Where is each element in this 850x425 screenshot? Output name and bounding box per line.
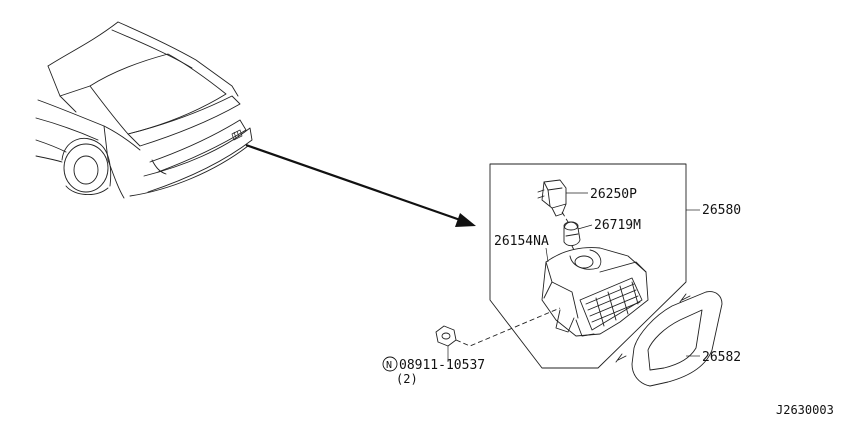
part-number-26250p: 26250P (590, 187, 637, 202)
part-number-26580: 26580 (702, 203, 741, 218)
nut-part (435, 325, 457, 347)
part-number-26719m: 26719M (594, 218, 641, 233)
diagram-reference-code: J2630003 (776, 403, 834, 417)
socket-part (537, 179, 567, 217)
part-number-26154na: 26154NA (494, 234, 549, 249)
bulb-part (563, 221, 581, 247)
vehicle-illustration (35, 21, 253, 199)
part-number-26582: 26582 (702, 350, 741, 365)
bezel-part (615, 291, 723, 387)
part-quantity-08911-10537: (2) (396, 372, 418, 386)
nut-prefix-letter: N (386, 360, 392, 371)
leader-arrow (245, 143, 476, 227)
assembly-outline (489, 163, 687, 369)
lamp-housing (541, 247, 649, 337)
nut-prefix-symbol: N (382, 356, 398, 372)
part-number-08911-10537: 08911-10537 (399, 358, 485, 373)
